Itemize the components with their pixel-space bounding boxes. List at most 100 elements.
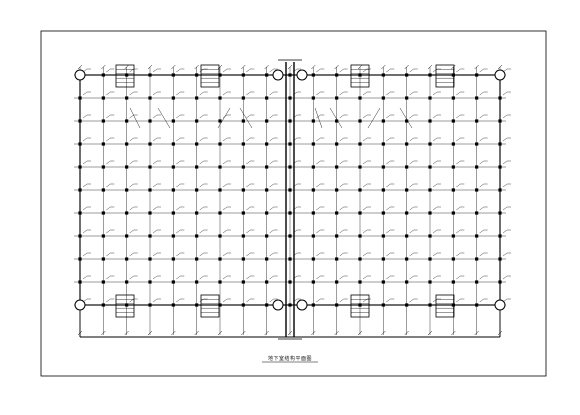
column-tag-leader <box>176 252 181 257</box>
column-tag-leader <box>199 183 204 188</box>
column-tag-leader <box>269 229 274 234</box>
column-marker <box>381 211 385 215</box>
column-tag-leader <box>432 275 438 280</box>
leader-line <box>239 107 253 129</box>
column-tag-leader <box>386 160 391 165</box>
column-tag-leader <box>106 275 111 280</box>
column-marker <box>101 119 105 123</box>
column-marker <box>218 142 222 146</box>
column-tag-leader <box>246 275 251 280</box>
column-marker <box>405 165 409 169</box>
dimension-tick <box>427 64 433 70</box>
column-marker <box>311 211 315 215</box>
column-tag-leader <box>106 91 111 96</box>
column-marker <box>125 303 129 307</box>
column-marker <box>335 165 339 169</box>
column-marker <box>241 165 245 169</box>
column-tag-leader <box>199 91 204 96</box>
dimension-tick <box>427 330 433 336</box>
dimension-tick <box>217 330 223 336</box>
column-tag-leader <box>479 229 484 234</box>
column-marker <box>311 280 315 284</box>
column-tag-leader <box>386 206 391 211</box>
column-marker <box>311 234 315 238</box>
stair-core <box>435 294 455 318</box>
column-marker <box>358 234 362 238</box>
dimension-tick <box>147 330 153 336</box>
column-marker <box>288 257 292 261</box>
column-marker <box>171 234 175 238</box>
column-marker <box>451 280 455 284</box>
column-marker <box>195 119 199 123</box>
column-marker <box>148 165 152 169</box>
column-tag-leader <box>386 91 391 96</box>
column-tag-leader <box>316 114 321 119</box>
column-marker <box>125 96 129 100</box>
column-tag-leader <box>176 91 181 96</box>
column-marker <box>195 211 199 215</box>
column-marker <box>218 188 222 192</box>
column-marker <box>241 234 245 238</box>
column-marker <box>78 165 82 169</box>
column-marker <box>381 234 385 238</box>
column-tag-leader <box>362 160 368 165</box>
column-tag-leader <box>502 206 508 211</box>
column-tag-leader <box>292 160 298 165</box>
column-tag-leader <box>432 206 438 211</box>
column-tag-leader <box>362 252 368 257</box>
stair-core <box>200 294 220 318</box>
column-tag-leader <box>246 183 251 188</box>
column-tag-leader <box>222 252 228 257</box>
column-tag-leader <box>246 252 251 257</box>
column-marker <box>218 303 222 307</box>
column-tag-leader <box>82 206 88 211</box>
column-marker <box>358 211 362 215</box>
column-marker <box>195 96 199 100</box>
column-tag-leader <box>386 68 391 73</box>
column-marker <box>171 96 175 100</box>
column-tag-leader <box>316 206 321 211</box>
column-marker <box>101 142 105 146</box>
column-tag-leader <box>339 183 344 188</box>
column-tag-leader <box>362 91 368 96</box>
dimension-tick <box>264 64 269 70</box>
stair-core <box>435 64 455 88</box>
column-marker <box>78 96 82 100</box>
column-marker <box>475 211 479 215</box>
column-marker <box>475 73 479 77</box>
column-tag-leader <box>176 183 181 188</box>
column-marker <box>498 188 502 192</box>
column-marker <box>148 211 152 215</box>
column-tag-leader <box>502 137 508 142</box>
column-marker <box>265 188 269 192</box>
column-tag-leader <box>432 252 438 257</box>
drawing-title: 地下室结构平面图 <box>267 356 312 362</box>
column-tag-leader <box>362 114 368 119</box>
column-marker <box>475 142 479 146</box>
column-tag-leader <box>502 91 508 96</box>
column-tag-leader <box>222 91 228 96</box>
column-marker <box>241 73 245 77</box>
column-marker <box>358 303 362 307</box>
column-marker <box>288 280 292 284</box>
column-marker <box>475 303 479 307</box>
column-tag-leader <box>502 114 508 119</box>
column-marker <box>381 165 385 169</box>
column-tag-leader <box>292 229 298 234</box>
column-marker <box>498 119 502 123</box>
column-tag-leader <box>152 252 158 257</box>
column-marker <box>148 73 152 77</box>
column-tag-leader <box>292 206 298 211</box>
column-tag-leader <box>456 114 461 119</box>
column-tag-leader <box>129 206 134 211</box>
column-marker <box>218 257 222 261</box>
column-marker <box>405 73 409 77</box>
column-tag-leader <box>269 114 274 119</box>
column-tag-leader <box>409 183 414 188</box>
column-tag-leader <box>362 229 368 234</box>
column-tag-leader <box>82 91 88 96</box>
column-tag-leader <box>152 68 158 73</box>
column-tag-leader <box>222 183 228 188</box>
column-marker <box>451 303 455 307</box>
